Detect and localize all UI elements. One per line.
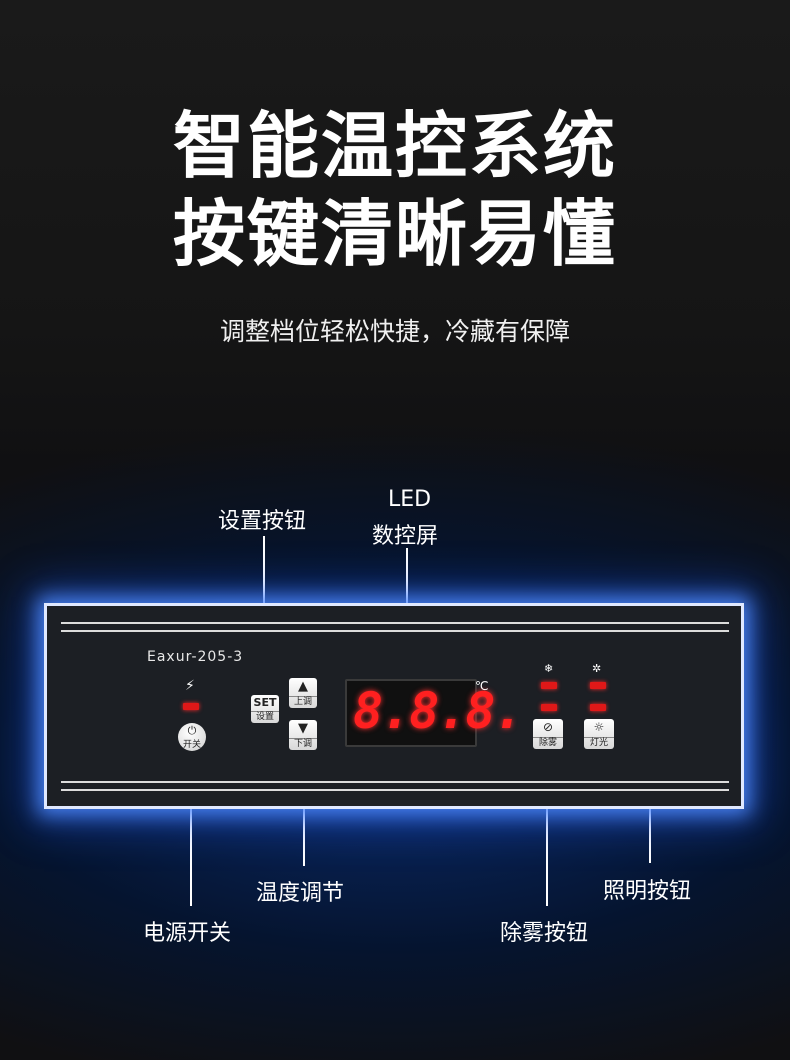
- bulb-icon: ☼: [593, 720, 605, 734]
- defog-button[interactable]: ⊘ 除雾: [533, 719, 563, 749]
- power-indicator: [183, 703, 199, 710]
- down-arrow-icon: ▼: [298, 721, 308, 736]
- callout-temperature: 温度调节: [256, 881, 345, 906]
- lightning-icon: ⚡: [185, 678, 195, 694]
- leader-temp: [303, 755, 305, 866]
- model-number: Eaxur-205-3: [147, 649, 244, 665]
- defrost-icon: ✲: [592, 662, 602, 675]
- light-button[interactable]: ☼ 灯光: [584, 719, 614, 749]
- leader-defog: [546, 752, 548, 906]
- down-button[interactable]: ▼ 下调: [289, 720, 317, 750]
- callout-defog: 除雾按钮: [500, 921, 589, 946]
- defog-sub-label: 除雾: [533, 737, 563, 749]
- set-label: SET: [253, 696, 277, 709]
- cooling-indicator: [541, 682, 557, 689]
- defrost-indicator: [590, 682, 606, 689]
- panel-rail-top-1: [61, 622, 729, 624]
- light-indicator: [590, 704, 606, 711]
- led-display: 8.8.8.: [345, 679, 524, 747]
- up-button[interactable]: ▲ 上调: [289, 678, 317, 708]
- power-sub-label: 开关: [182, 740, 201, 750]
- set-button[interactable]: SET 设置: [251, 695, 279, 723]
- panel-rail-bottom-2: [61, 789, 729, 791]
- down-sub-label: 下调: [289, 738, 317, 750]
- defog-indicator: [541, 704, 557, 711]
- headline-line1: 智能温控系统: [172, 104, 617, 188]
- panel-rail-top-2: [61, 630, 729, 632]
- set-sub-label: 设置: [251, 711, 279, 723]
- up-sub-label: 上调: [289, 696, 317, 708]
- light-sub-label: 灯光: [584, 737, 614, 749]
- power-button[interactable]: ⏻ 开关: [178, 723, 206, 751]
- top-background: [0, 0, 790, 470]
- callout-led-line1: LED: [388, 487, 432, 512]
- callout-set-button: 设置按钮: [218, 509, 307, 534]
- snowflake-icon: ❄: [544, 662, 554, 675]
- led-digits: 8.8.8.: [353, 682, 524, 740]
- celsius-unit: ℃: [475, 679, 489, 693]
- defog-icon: ⊘: [542, 720, 554, 734]
- headline-line2: 按键清晰易懂: [172, 192, 617, 276]
- leader-power: [190, 750, 192, 906]
- control-panel: Eaxur-205-3 ⚡ ⏻ 开关 SET 设置 ▲ 上调 ▼ 下调 8.8.…: [44, 603, 744, 809]
- panel-rail-bottom-1: [61, 781, 729, 783]
- callout-power: 电源开关: [143, 921, 232, 946]
- power-icon: ⏻: [187, 724, 197, 737]
- callout-led-line2: 数控屏: [372, 524, 439, 549]
- subtitle: 调整档位轻松快捷，冷藏有保障: [219, 317, 570, 346]
- callout-lighting: 照明按钮: [603, 879, 692, 904]
- up-arrow-icon: ▲: [298, 679, 308, 694]
